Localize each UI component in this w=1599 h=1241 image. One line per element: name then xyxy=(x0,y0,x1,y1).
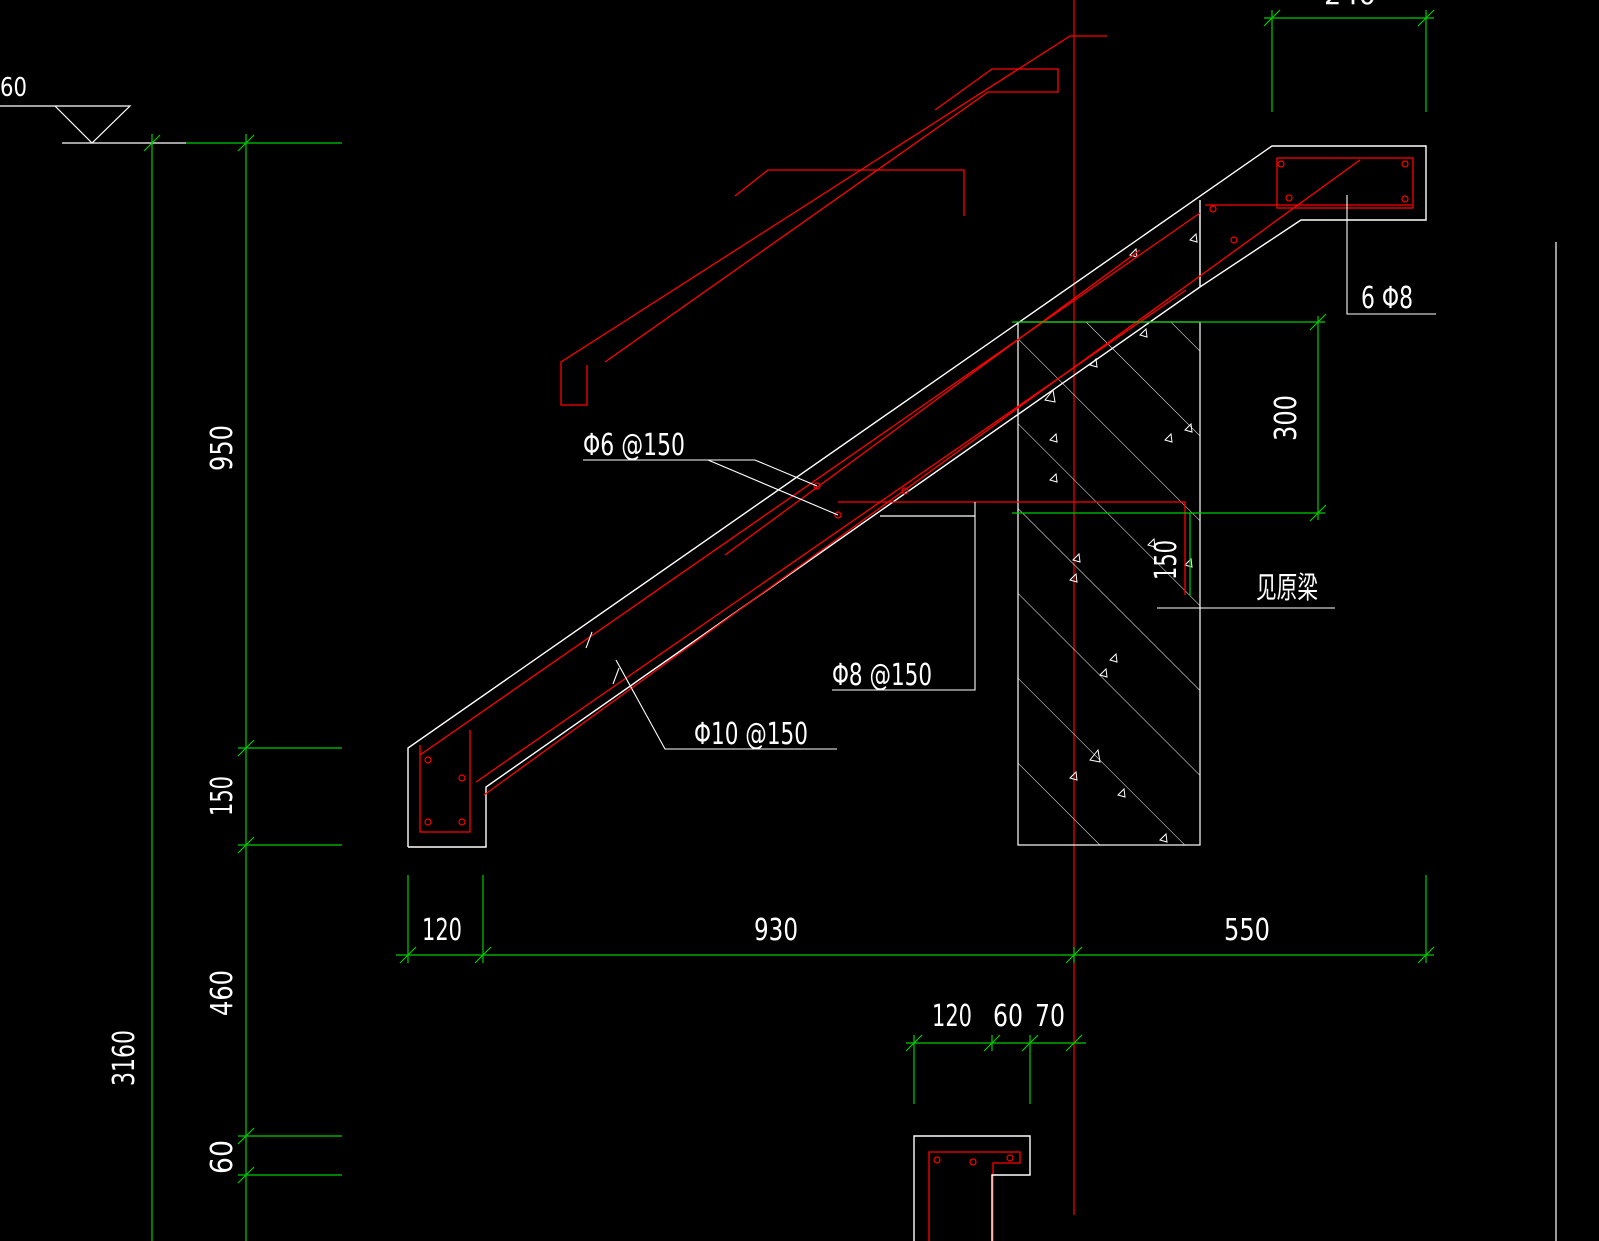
top-right-partial-dim: 240 xyxy=(1324,0,1376,11)
top-left-partial-dim: 60 xyxy=(0,73,27,103)
dim-120: 120 xyxy=(422,913,462,948)
existing-beam xyxy=(1017,321,1201,846)
label-phi6: Φ6 @150 xyxy=(583,428,685,463)
dim-150-beam: 150 xyxy=(1149,540,1184,580)
dim-3160: 3160 xyxy=(107,1030,142,1086)
label-6phi8: 6 Φ8 xyxy=(1361,281,1413,316)
detail-dim-70: 70 xyxy=(1035,999,1065,1034)
dim-150-left: 150 xyxy=(205,776,240,816)
label-phi8: Φ8 @150 xyxy=(832,658,932,693)
horizontal-dimension-lines xyxy=(396,875,1435,964)
dim-300: 300 xyxy=(1269,395,1304,441)
upper-rebar-detail xyxy=(560,35,1107,406)
detail-dimension-lines xyxy=(905,1034,1086,1104)
dim-60-left: 60 xyxy=(205,1140,240,1174)
beam-dimension-lines xyxy=(1012,9,1435,596)
dim-460: 460 xyxy=(205,970,240,1016)
lower-detail-outline xyxy=(913,1135,1031,1241)
dim-950: 950 xyxy=(205,425,240,471)
label-phi10: Φ10 @150 xyxy=(694,717,808,752)
label-see-original-beam: 见原梁 xyxy=(1256,571,1318,606)
leader-lines xyxy=(583,195,1436,750)
detail-dim-60: 60 xyxy=(993,999,1023,1034)
dim-930: 930 xyxy=(754,913,798,948)
vertical-dimension-lines xyxy=(143,134,342,1241)
elevation-marker xyxy=(0,105,186,144)
rebar-group xyxy=(419,157,1414,1241)
dim-550: 550 xyxy=(1224,913,1270,948)
stair-slab-outline xyxy=(407,145,1427,848)
detail-dim-120: 120 xyxy=(932,999,972,1034)
rebar-dots xyxy=(424,160,1409,1166)
